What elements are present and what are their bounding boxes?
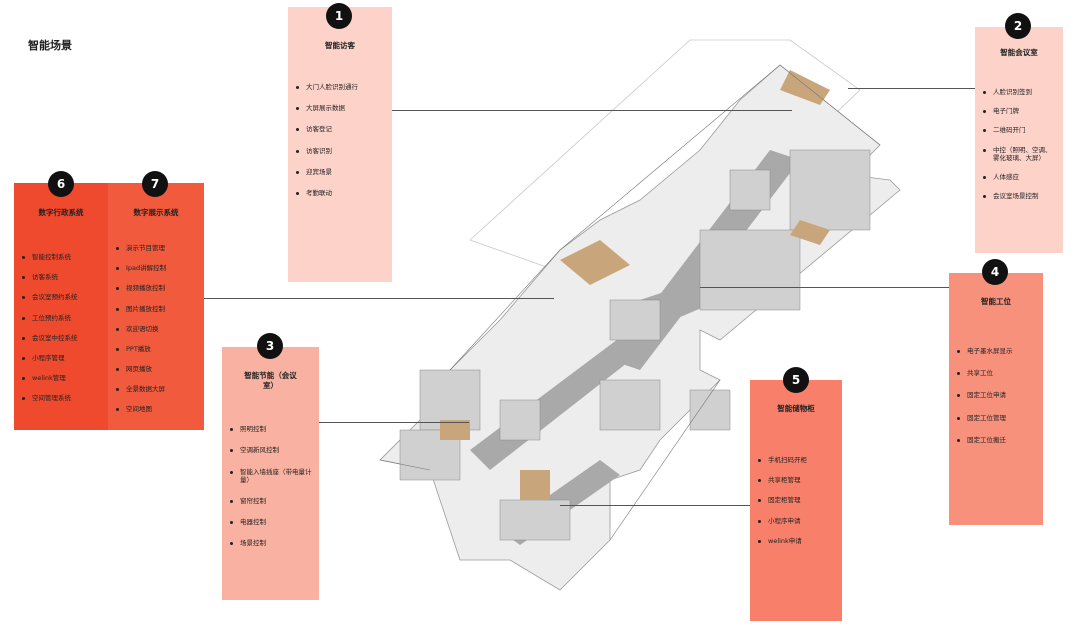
scenario-card-smart-visitor: 智能访客 大门人脸识别通行 大屏展示数据 访客登记 访客识别 迎宾场景 考勤联动 [288,7,392,282]
card-title: 智能工位 [981,297,1011,306]
number-badge-2: 2 [1005,13,1031,39]
card-item: 电器控制 [228,518,313,526]
number-badge-4: 4 [982,259,1008,285]
card-item: 大屏展示数据 [294,104,386,112]
card-item: 共享柜管理 [756,476,836,484]
page-title: 智能场景 [28,39,72,52]
leader-line-5 [560,505,750,506]
leader-line-7 [204,298,554,299]
card-item: 空间地图 [114,405,198,413]
card-item: 考勤联动 [294,189,386,197]
scenario-card-smart-locker: 智能储物柜 手机扫码开柜 共享柜管理 固定柜管理 小程序申请 welink申请 [750,380,842,621]
card-item: 大门人脸识别通行 [294,83,386,91]
card-item: 访客识别 [294,147,386,155]
card-item: 固定工位搬迁 [955,436,1037,444]
card-title: 智能储物柜 [777,404,815,413]
card-item: 智能控制系统 [20,253,102,261]
card-item: 固定工位管理 [955,414,1037,422]
card-item: 手机扫码开柜 [756,456,836,464]
card-item: Ipad讲解控制 [114,264,198,272]
card-title: 数字展示系统 [133,208,179,217]
card-item: 视频播放控制 [114,284,198,292]
card-item: 演示节目管理 [114,244,198,252]
leader-line-4 [700,287,949,288]
card-item: 迎宾场景 [294,168,386,176]
card-item: PPT播放 [114,345,198,353]
card-item: 会议室预约系统 [20,293,102,301]
card-item: 工位预约系统 [20,314,102,322]
floorplan-furniture [399,149,871,541]
card-item: 小程序管理 [20,354,102,362]
card-item: welink申请 [756,537,836,545]
card-item: 固定工位申请 [955,391,1037,399]
scenario-card-digital-display: 数字展示系统 演示节目管理 Ipad讲解控制 视频播放控制 图片播放控制 欢迎语… [108,183,204,430]
card-item: 空调新风控制 [228,446,313,454]
card-item: welink管理 [20,374,102,382]
leader-line-1 [392,110,792,111]
number-badge-7: 7 [142,171,168,197]
floorplan-wood-accents [440,70,830,500]
card-item: 电子门牌 [981,107,1057,115]
card-item: 照明控制 [228,425,313,433]
card-title: 数字行政系统 [38,208,84,217]
card-item: 人脸识别签到 [981,88,1057,96]
card-item: 二维码开门 [981,126,1057,134]
card-item: 空间管理系统 [20,394,102,402]
card-item: 电子墨水屏显示 [955,347,1037,355]
number-badge-5: 5 [783,367,809,393]
card-item: 小程序申请 [756,517,836,525]
card-item: 场景控制 [228,539,313,547]
scenario-card-smart-meeting-room: 智能会议室 人脸识别签到 电子门牌 二维码开门 中控（照明、空调、雾化玻璃、大屏… [975,27,1063,253]
card-title: 智能访客 [325,41,355,50]
leader-line-3 [319,422,469,423]
floorplan-walls [379,64,881,541]
card-item: 人体感应 [981,173,1057,181]
card-item: 会议室中控系统 [20,334,102,342]
card-item: 访客登记 [294,125,386,133]
card-item: 共享工位 [955,369,1037,377]
card-item: 图片播放控制 [114,305,198,313]
scenario-card-smart-workstation: 智能工位 电子墨水屏显示 共享工位 固定工位申请 固定工位管理 固定工位搬迁 [949,273,1043,525]
number-badge-3: 3 [257,333,283,359]
card-item: 欢迎语切换 [114,325,198,333]
card-item: 窗帘控制 [228,497,313,505]
card-item: 固定柜管理 [756,496,836,504]
number-badge-6: 6 [48,171,74,197]
scenario-card-smart-energy: 智能节能（会议室） 照明控制 空调新风控制 智能入墙插座（带电量计量） 窗帘控制… [222,347,319,600]
card-item: 中控（照明、空调、雾化玻璃、大屏） [981,146,1057,162]
scenario-card-digital-admin: 数字行政系统 智能控制系统 访客系统 会议室预约系统 工位预约系统 会议室中控系… [14,183,108,430]
card-title: 智能会议室 [1000,48,1038,57]
card-item: 会议室场景控制 [981,192,1057,200]
card-item: 网页播放 [114,365,198,373]
card-title: 智能节能（会议室） [244,371,297,391]
card-item: 全景数据大屏 [114,385,198,393]
card-item: 智能入墙插座（带电量计量） [228,468,313,484]
leader-line-2 [848,88,975,89]
card-item: 访客系统 [20,273,102,281]
number-badge-1: 1 [326,3,352,29]
